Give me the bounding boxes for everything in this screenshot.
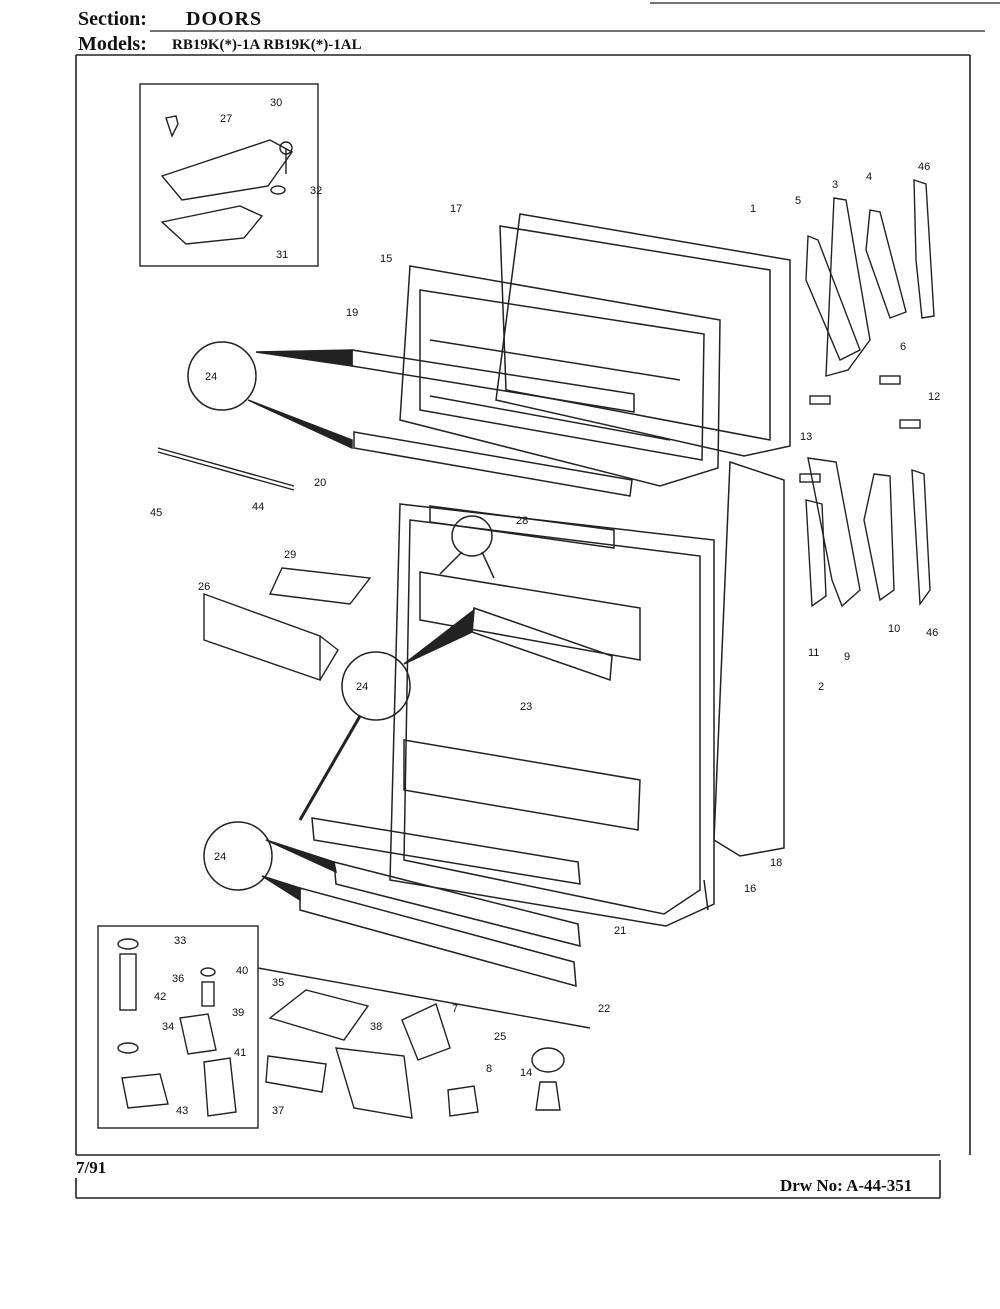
callout-14: 14 bbox=[520, 1067, 532, 1079]
callout-34: 34 bbox=[162, 1021, 174, 1033]
callout-1: 1 bbox=[750, 203, 756, 215]
models-value: RB19K(*)-1A RB19K(*)-1AL bbox=[172, 37, 362, 53]
callout-38: 38 bbox=[370, 1021, 382, 1033]
drawing-frame bbox=[75, 2, 1000, 1199]
detail-circle-24-upper bbox=[187, 341, 353, 450]
callout-16: 16 bbox=[744, 883, 756, 895]
callout-10: 10 bbox=[888, 623, 900, 635]
callout-24b: 24 bbox=[356, 681, 368, 693]
loose-parts-left bbox=[157, 447, 372, 681]
callout-19: 19 bbox=[346, 307, 358, 319]
callout-44: 44 bbox=[252, 501, 264, 513]
freezer-door bbox=[351, 213, 791, 497]
callout-30: 30 bbox=[270, 97, 282, 109]
callout-4: 4 bbox=[866, 171, 872, 183]
callout-27: 27 bbox=[220, 113, 232, 125]
callout-35: 35 bbox=[272, 977, 284, 989]
hinge-parts-right bbox=[799, 179, 935, 608]
callout-25: 25 bbox=[494, 1031, 506, 1043]
callout-46b: 46 bbox=[926, 627, 938, 639]
section-label: Section: bbox=[78, 8, 147, 30]
callout-2: 2 bbox=[818, 681, 824, 693]
section-value: DOORS bbox=[186, 8, 263, 30]
callout-28: 28 bbox=[516, 515, 528, 527]
callout-29: 29 bbox=[284, 549, 296, 561]
callout-8: 8 bbox=[486, 1063, 492, 1075]
callout-17: 17 bbox=[450, 203, 462, 215]
callout-21: 21 bbox=[614, 925, 626, 937]
detail-circle-28 bbox=[439, 515, 495, 579]
callout-43: 43 bbox=[176, 1105, 188, 1117]
callout-36: 36 bbox=[172, 973, 184, 985]
callout-5: 5 bbox=[795, 195, 801, 207]
callout-13: 13 bbox=[800, 431, 812, 443]
detail-circle-24-middle bbox=[298, 608, 475, 821]
callout-37: 37 bbox=[272, 1105, 284, 1117]
lower-hinge-inset bbox=[97, 925, 259, 1129]
callout-31: 31 bbox=[276, 249, 288, 261]
callout-40: 40 bbox=[236, 965, 248, 977]
callout-20: 20 bbox=[314, 477, 326, 489]
callout-41: 41 bbox=[234, 1047, 246, 1059]
callout-15: 15 bbox=[380, 253, 392, 265]
callout-45: 45 bbox=[150, 507, 162, 519]
callout-22: 22 bbox=[598, 1003, 610, 1015]
callout-24c: 24 bbox=[214, 851, 226, 863]
callout-26: 26 bbox=[198, 581, 210, 593]
callout-12: 12 bbox=[928, 391, 940, 403]
revision-date: 7/91 bbox=[76, 1158, 107, 1177]
callout-9: 9 bbox=[844, 651, 850, 663]
upper-hinge-inset bbox=[139, 83, 319, 267]
callout-46a: 46 bbox=[918, 161, 930, 173]
callout-labels: 1 2 3 4 5 6 7 8 9 10 11 12 13 14 15 16 1… bbox=[150, 97, 940, 1117]
models-label: Models: bbox=[78, 33, 147, 55]
fresh-food-door bbox=[299, 460, 785, 988]
callout-18: 18 bbox=[770, 857, 782, 869]
callout-24a: 24 bbox=[205, 371, 217, 383]
callout-33: 33 bbox=[174, 935, 186, 947]
callout-32: 32 bbox=[310, 185, 322, 197]
detail-circle-24-lower bbox=[203, 821, 338, 902]
callout-6: 6 bbox=[900, 341, 906, 353]
callout-42: 42 bbox=[154, 991, 166, 1003]
callout-39: 39 bbox=[232, 1007, 244, 1019]
drawing-number: Drw No: A-44-351 bbox=[780, 1176, 913, 1195]
callout-11: 11 bbox=[808, 647, 819, 659]
callout-3: 3 bbox=[832, 179, 838, 191]
callout-7: 7 bbox=[452, 1003, 458, 1015]
lower-brackets bbox=[257, 967, 591, 1119]
callout-23: 23 bbox=[520, 701, 532, 713]
